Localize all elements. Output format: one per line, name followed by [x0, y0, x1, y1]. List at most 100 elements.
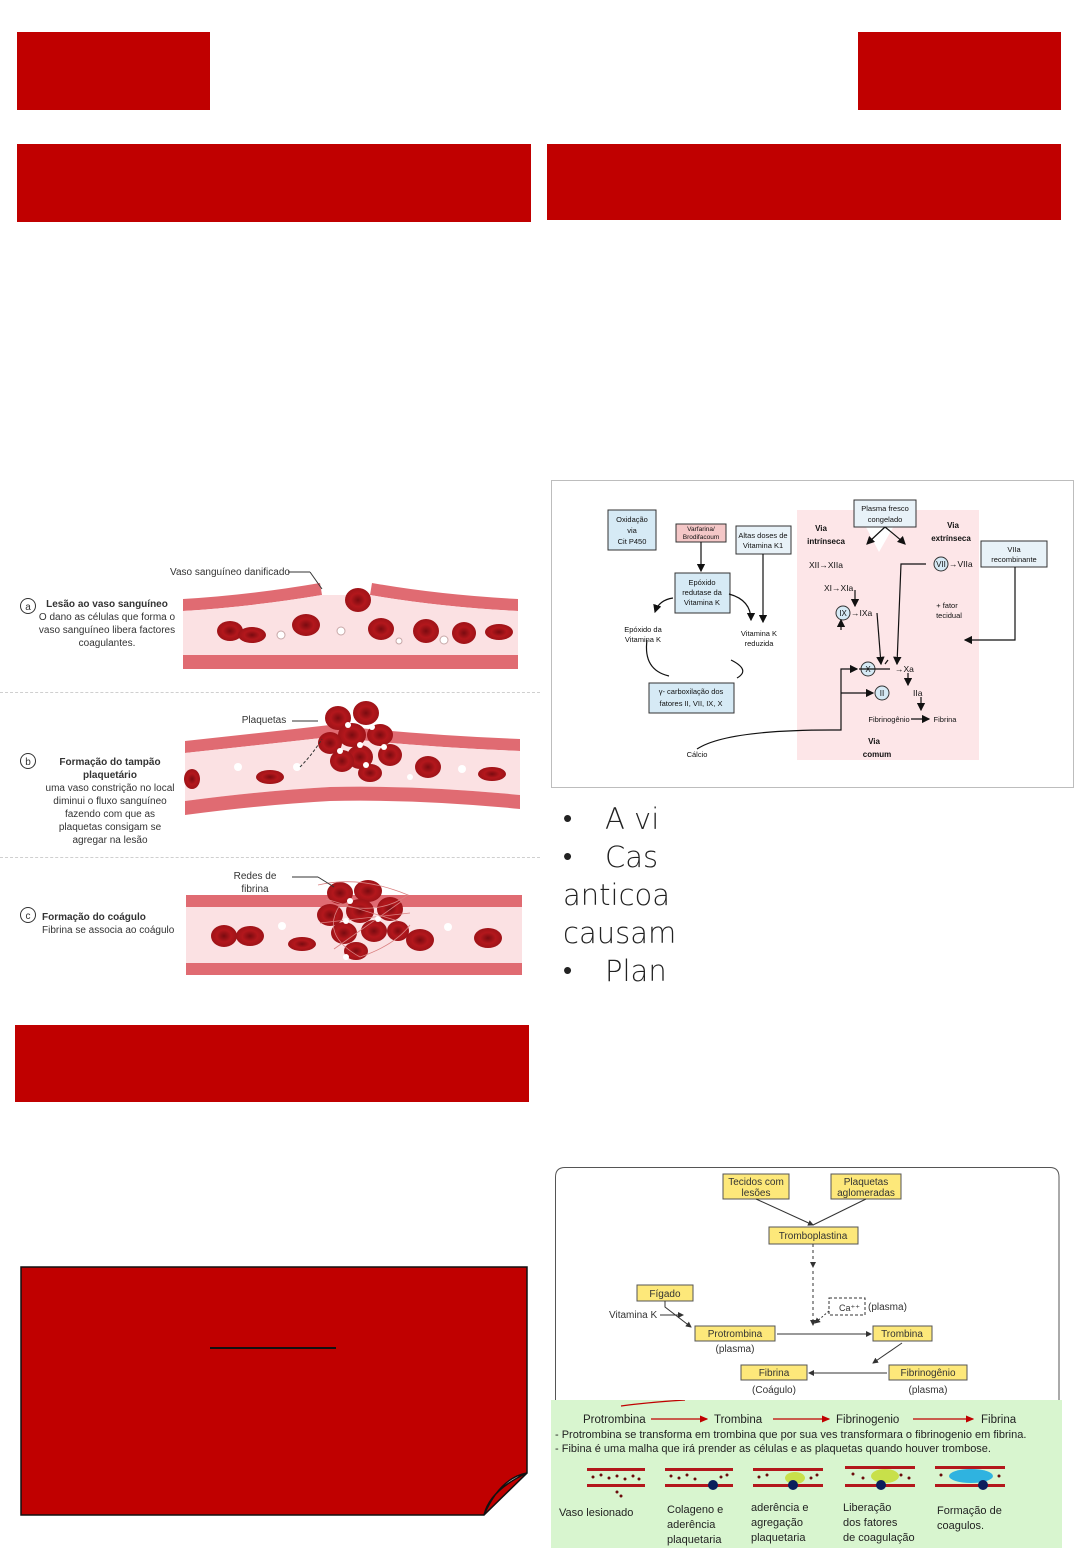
box-carboxilacao-1: γ- carboxilação dos — [659, 687, 724, 696]
box-plaquetas-2: aglomeradas — [837, 1188, 895, 1199]
label-fator-tecidual-1: + fator — [936, 601, 958, 610]
seq-protrombina: Protrombina — [583, 1414, 646, 1426]
box-oxidacao-2: via — [627, 526, 637, 535]
label-fibrinogenio-plasma: (plasma) — [909, 1385, 948, 1396]
step-a-text-1: O dano as células que forma o — [39, 612, 176, 623]
label-ixa: →IXa — [851, 608, 873, 618]
label-redes-1: Redes de — [234, 871, 277, 882]
label-via-intrinseca-2: intrínseca — [807, 537, 845, 546]
seq-fibrinogenio: Fibrinogenio — [836, 1414, 899, 1426]
label-plaquetas: Plaquetas — [242, 715, 286, 726]
bullet-item-2-cont-2: causam — [563, 916, 677, 950]
step-a-text-2: vaso sanguíneo libera factores — [39, 625, 175, 636]
vessel-diagram: Vaso sanguíneo danificado a Lesão ao vas… — [20, 567, 522, 975]
box-protrombina: Protrombina — [708, 1329, 763, 1340]
label-ca-plasma: (plasma) — [868, 1302, 907, 1313]
box-tecidos-2: lesões — [742, 1188, 771, 1199]
caption-2-line-2: aderência — [667, 1519, 716, 1531]
step-b-text-1: uma vaso constrição no local — [46, 783, 175, 794]
caption-1-line-1: Vaso lesionado — [559, 1507, 633, 1519]
box-oxidacao-1: Oxidação — [616, 515, 648, 524]
box-oxidacao-3: Cit P450 — [618, 537, 647, 546]
green-line-1: - Protrombina se transforma em trombina … — [555, 1429, 1026, 1441]
label-vaso-danificado: Vaso sanguíneo danificado — [170, 567, 290, 578]
caption-5-line-1: Formação de — [937, 1505, 1002, 1517]
header-block-left — [17, 32, 210, 110]
step-a-text-3: coagulantes. — [79, 638, 136, 649]
header-block-right — [858, 32, 1061, 110]
box-fibrinogenio: Fibrinogênio — [900, 1368, 955, 1379]
label-epoxido-vitk-2: Vitamina K — [625, 635, 661, 644]
label-xa: →Xa — [895, 664, 914, 674]
label-fibrina: Fibrina — [934, 715, 958, 724]
label-via-intrinseca-1: Via — [815, 524, 827, 533]
box-figado: Fígado — [649, 1289, 681, 1300]
box-viia-2: recombinante — [991, 555, 1036, 564]
label-vii: VII — [936, 560, 946, 569]
red-note-block — [20, 1266, 528, 1516]
label-coagulo: (Coágulo) — [752, 1385, 796, 1396]
caption-4-line-1: Liberação — [843, 1502, 891, 1514]
step-b-title-1: Formação do tampão — [59, 757, 160, 768]
step-c-letter: c — [26, 911, 31, 922]
step-b-text-4: plaquetas consigam se — [59, 822, 162, 833]
box-tromboplastina: Tromboplastina — [779, 1231, 848, 1242]
seq-fibrina: Fibrina — [981, 1414, 1017, 1426]
divider-2 — [0, 857, 540, 858]
label-via-extrinseca-1: Via — [947, 521, 959, 530]
caption-4-line-3: de coagulação — [843, 1532, 915, 1544]
green-explanation-panel: Protrombina Trombina Fibrinogenio Fibrin… — [551, 1400, 1062, 1548]
box-varfarina-2: Brodifacoum — [683, 534, 720, 541]
section-header-right — [547, 144, 1061, 220]
label-vitk-reduzida-1: Vitamina K — [741, 629, 777, 638]
step-a-title: Lesão ao vaso sanguíneo — [46, 599, 168, 610]
caption-4-line-2: dos fatores — [843, 1517, 898, 1529]
label-via-comum-2: comum — [863, 750, 891, 759]
label-iia: IIa — [913, 688, 923, 698]
seq-trombina: Trombina — [714, 1414, 763, 1426]
box-altas-1: Altas doses de — [738, 531, 787, 540]
box-epoxido-redutase-1: Epóxido — [688, 578, 715, 587]
box-tecidos-1: Tecidos com — [728, 1177, 784, 1188]
box-plaquetas-1: Plaquetas — [844, 1177, 888, 1188]
caption-3-line-3: plaquetaria — [751, 1532, 806, 1544]
bullet-list: A vi Cas anticoa causam Plan — [563, 800, 1063, 990]
label-ii: II — [880, 689, 884, 698]
step-c-text: Fibrina se associa ao coágulo — [42, 925, 175, 936]
box-plasma-1: Plasma fresco — [861, 504, 909, 513]
box-trombina: Trombina — [881, 1329, 923, 1340]
vitamin-k-diagram: Oxidação via Cit P450 Varfarina/ Brodifa… — [551, 480, 1074, 788]
step-b-title-2: plaquetário — [83, 770, 137, 781]
step-b-letter: b — [25, 757, 31, 768]
caption-2-line-1: Colageno e — [667, 1504, 723, 1516]
box-varfarina-1: Varfarina/ — [687, 526, 715, 533]
label-redes-2: fibrina — [241, 884, 269, 895]
box-altas-2: Vitamina K1 — [743, 541, 783, 550]
box-epoxido-redutase-2: redutase da — [682, 588, 722, 597]
step-a-letter: a — [25, 602, 31, 613]
box-epoxido-redutase-3: Vitamina K — [684, 598, 720, 607]
step-b-text-3: fazendo com que as — [65, 809, 155, 820]
section-header-lower — [15, 1025, 529, 1102]
section-header-left — [17, 144, 531, 222]
label-xii: XII→XIIa — [809, 560, 843, 570]
label-fibrinogenio: Fibrinogênio — [868, 715, 909, 724]
bullet-item-3: Plan — [563, 952, 1063, 990]
cascade-diagram: Tecidos com lesões Plaquetas aglomeradas… — [555, 1167, 1060, 1403]
caption-3-line-2: agregação — [751, 1517, 803, 1529]
label-protrombina-plasma: (plasma) — [716, 1344, 755, 1355]
box-plasma-2: congelado — [868, 515, 903, 524]
label-vitamina-k: Vitamina K — [609, 1310, 658, 1321]
box-viia-1: VIIa — [1007, 545, 1021, 554]
caption-2-line-3: plaquetaria — [667, 1534, 722, 1546]
bullet-item-2-cont-1: anticoa — [563, 878, 671, 912]
caption-3-line-1: aderência e — [751, 1502, 809, 1514]
label-via-comum-1: Via — [868, 737, 880, 746]
label-epoxido-vitk-1: Epóxido da — [624, 625, 662, 634]
green-line-2: - Fibina é uma malha que irá prender as … — [555, 1443, 991, 1455]
bullet-item-1: A vi — [563, 800, 1063, 838]
box-carboxilacao-2: fatores II, VII, IX, X — [660, 699, 723, 708]
label-ix: IX — [839, 609, 847, 618]
label-via-extrinseca-2: extrínseca — [931, 534, 971, 543]
label-ca: Ca⁺⁺ — [839, 1303, 860, 1313]
